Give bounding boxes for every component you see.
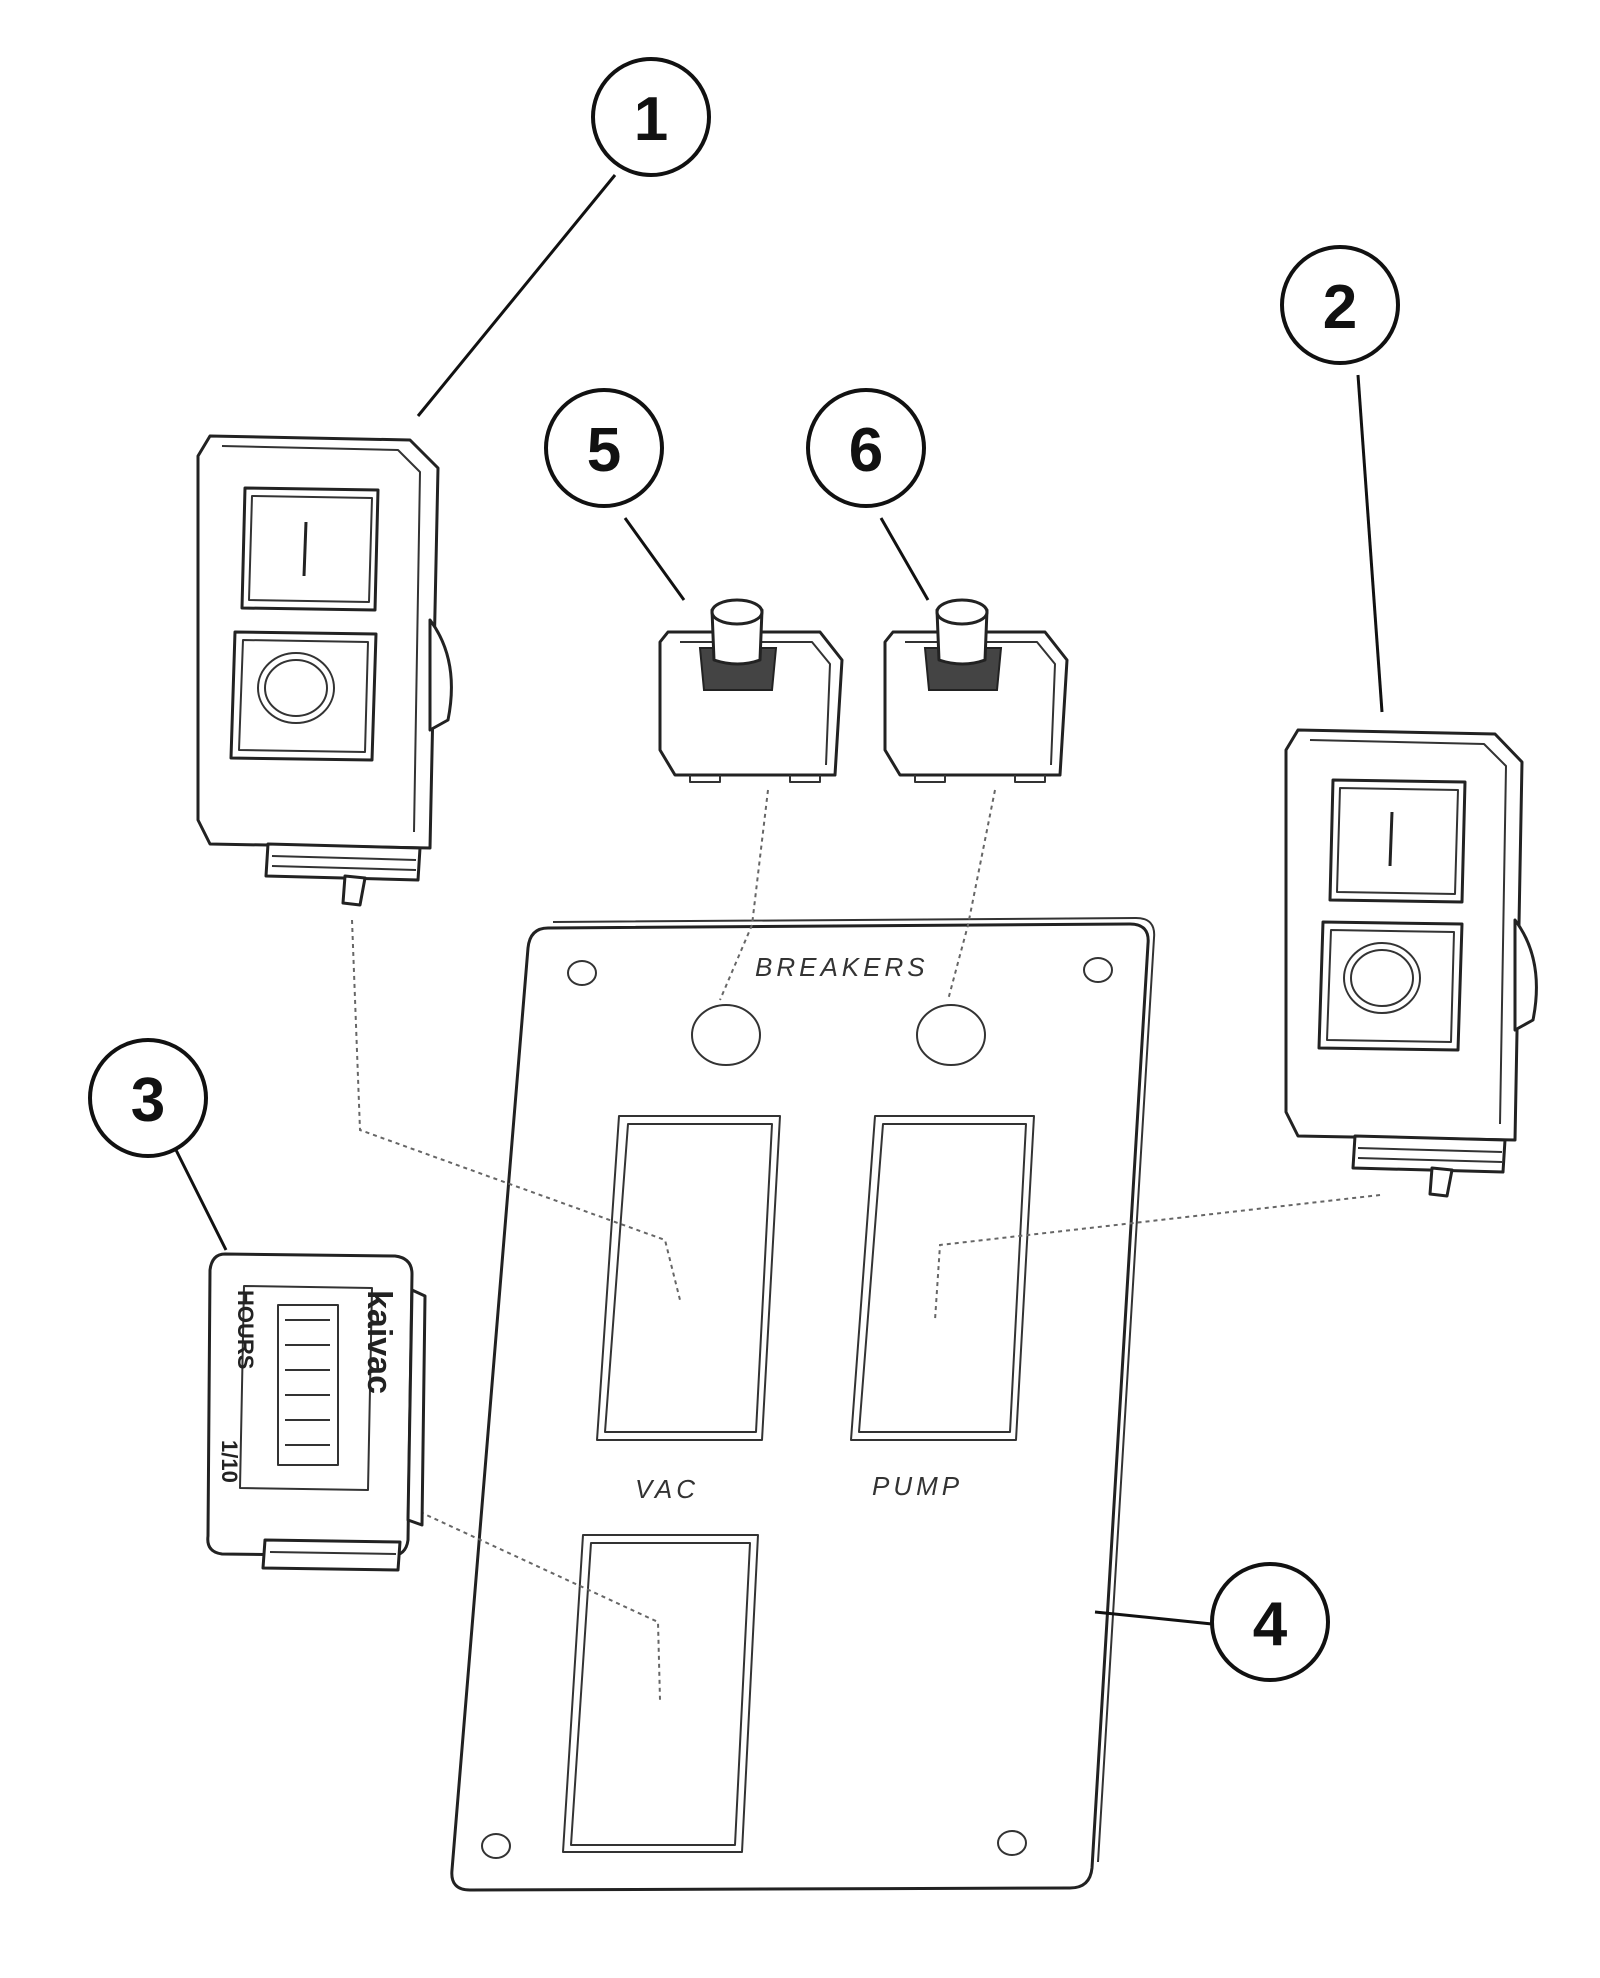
leader-line-4 [1094,1610,1213,1626]
brand-label: kaivac [360,1290,398,1394]
breakers-label: BREAKERS [755,952,929,982]
mounting-hole [1083,957,1113,983]
breaker-hole-pump [916,1004,986,1066]
circuit-breaker-pump [883,598,1069,783]
leader-line-3 [174,1149,228,1251]
assembly-line-2 [934,1194,1381,1321]
leader-lines [174,174,1384,1626]
assembly-lines [351,789,1381,1701]
assembly-line-6 [947,789,996,1001]
callout-1: 1 [591,57,711,177]
hours-label: HOURS [233,1290,258,1369]
assembly-line-3 [419,1511,661,1701]
on-symbol [1388,811,1394,867]
meter-window [239,1285,373,1491]
off-symbol [1343,942,1421,1014]
circuit-breaker-vac [658,598,844,783]
hour-meter-cutout [562,1534,759,1853]
callout-4-number: 4 [1253,1590,1288,1659]
leader-line-5 [623,517,686,601]
mounting-hole [997,1830,1027,1856]
callout-2-number: 2 [1323,273,1357,342]
vac-switch-cutout [596,1115,781,1441]
callout-3-number: 3 [131,1066,165,1135]
assembly-line-1 [351,919,681,1301]
mounting-hole [481,1833,511,1859]
callout-2: 2 [1280,245,1400,365]
leader-line-1 [416,174,617,417]
callout-4: 4 [1210,1562,1330,1682]
callout-6-number: 6 [849,416,883,485]
switch-panel: BREAKERS VAC PUMP [450,917,1156,1892]
breaker-hole-vac [691,1004,761,1066]
callout-3: 3 [88,1038,208,1158]
callout-5-number: 5 [587,416,621,485]
callout-5: 5 [544,388,664,508]
off-symbol [257,652,335,724]
rocker-switch-vac [196,434,453,907]
pump-switch-cutout [850,1115,1035,1441]
leader-line-2 [1356,374,1384,713]
callout-6: 6 [806,388,926,508]
vac-label: VAC [635,1474,699,1504]
breaker-button [710,598,764,626]
on-symbol [302,521,308,577]
leader-line-6 [879,517,930,601]
digit-display [277,1304,339,1466]
pump-label: PUMP [872,1471,963,1501]
rocker-switch-pump [1284,728,1538,1198]
mounting-hole [567,960,597,986]
breaker-button [935,598,989,626]
hour-meter: kaivac HOURS 1/10 [206,1252,427,1572]
callout-1-number: 1 [634,85,668,154]
scale-label: 1/10 [217,1440,242,1483]
